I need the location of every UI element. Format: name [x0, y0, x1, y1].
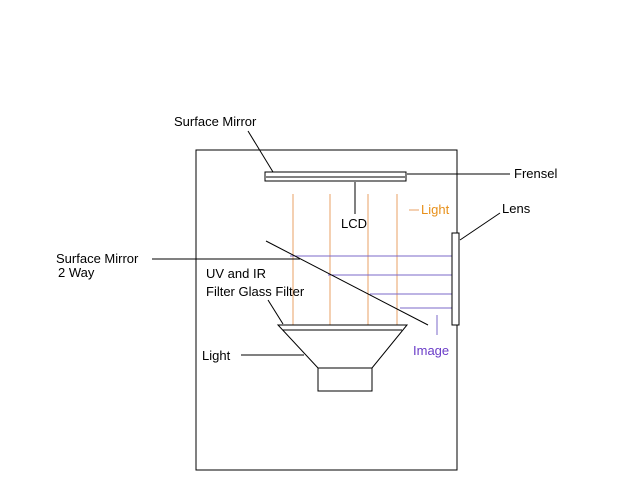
uv-ir-filter-leader — [267, 299, 284, 325]
two-way-mirror — [265, 240, 429, 326]
surface-mirror-2way-label-line1: Surface Mirror — [56, 251, 139, 266]
light-rays — [292, 194, 398, 325]
light-label: Light — [202, 348, 231, 363]
uv-ir-label-line1: UV and IR — [206, 266, 266, 281]
lens — [451, 232, 460, 326]
surface-mirror-leader — [247, 130, 274, 173]
lens-leader — [459, 212, 501, 241]
image-rays — [290, 255, 452, 309]
image-label: Image — [413, 343, 449, 358]
surface-mirror-label: Surface Mirror — [174, 114, 257, 129]
light-reflector — [276, 324, 409, 369]
frensel-label: Frensel — [514, 166, 557, 181]
lamp-base — [317, 367, 373, 392]
light-legend-label: Light — [421, 202, 450, 217]
lens-label: Lens — [502, 201, 531, 216]
surface-mirror-2way-label-line2: 2 Way — [58, 265, 95, 280]
lcd-label: LCD — [341, 216, 367, 231]
projector-housing — [195, 149, 458, 471]
uv-ir-label-line2: Filter Glass Filter — [206, 284, 305, 299]
